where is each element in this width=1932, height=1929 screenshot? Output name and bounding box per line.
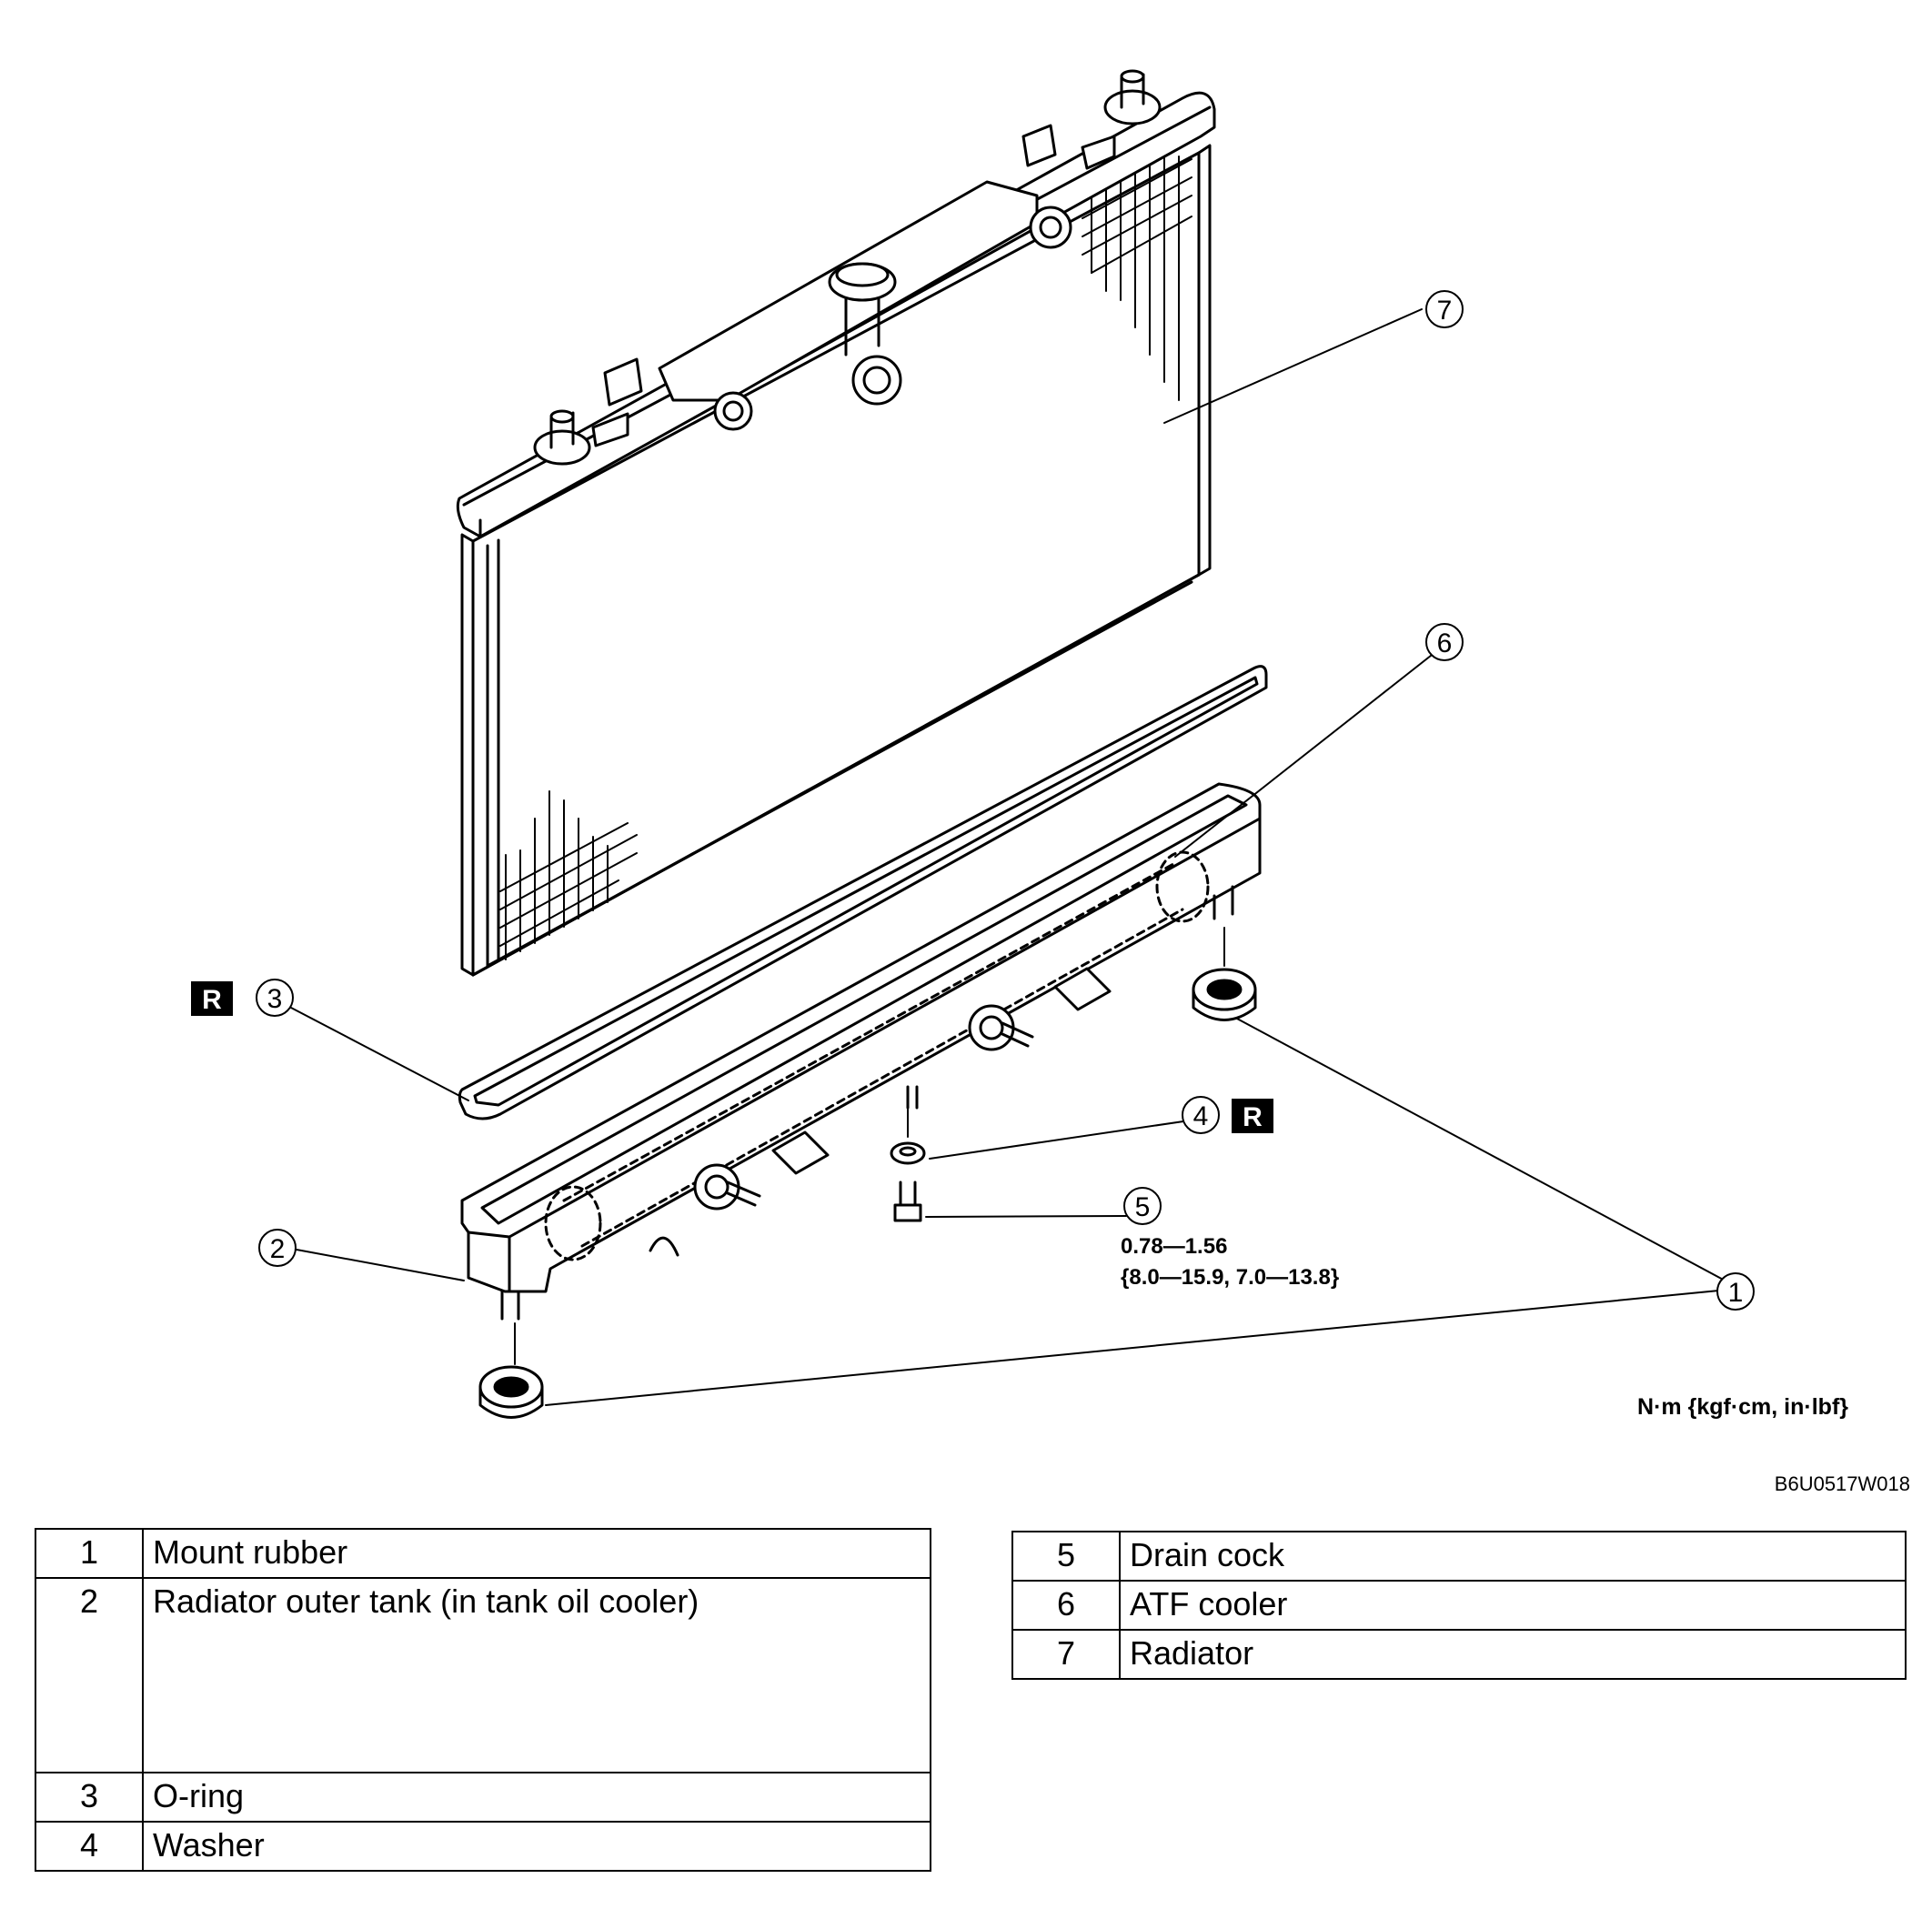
callout-circle-4 (1182, 1096, 1220, 1134)
torque-units-label: N·m {kgf·cm, in·lbf} (1637, 1394, 1848, 1420)
radiator-exploded-diagram: 7 6 3 4 5 2 1 R R 0.78—1.56 {8.0—15.9, 7… (191, 69, 1910, 1495)
part-number: 4 (35, 1821, 144, 1872)
table-row: 1 Mount rubber (35, 1528, 931, 1579)
callout-circle-2 (258, 1229, 297, 1267)
part-name: O-ring (142, 1772, 931, 1823)
callout-5: 5 (1135, 1192, 1151, 1222)
part-number: 5 (1011, 1531, 1121, 1582)
callout-6: 6 (1437, 628, 1453, 658)
torque-spec-line1: 0.78—1.56 (1121, 1234, 1227, 1259)
mount-rubber-left (478, 1365, 544, 1419)
callout-circle-5 (1123, 1187, 1162, 1225)
radiator-upper-tank (456, 69, 1216, 538)
table-row: 2 Radiator outer tank (in tank oil coole… (35, 1577, 931, 1773)
callout-3: 3 (267, 984, 283, 1014)
part-number: 3 (35, 1772, 144, 1823)
part-number: 6 (1011, 1580, 1121, 1631)
callout-circle-7 (1425, 290, 1464, 328)
part-name: Mount rubber (142, 1528, 931, 1579)
parts-table-right: 5 Drain cock 6 ATF cooler 7 Radiator (1011, 1531, 1907, 1680)
radiator-core (460, 144, 1212, 977)
svg-text:R: R (1243, 1102, 1263, 1132)
svg-text:R: R (202, 985, 222, 1015)
part-name: Washer (142, 1821, 931, 1872)
drain-cock (893, 1181, 922, 1222)
callout-circle-1 (1716, 1272, 1755, 1311)
table-row: 3 O-ring (35, 1772, 931, 1823)
table-row: 7 Radiator (1011, 1629, 1907, 1680)
mount-rubber-right (1192, 968, 1257, 1021)
callout-4: 4 (1193, 1101, 1209, 1131)
callout-circle-6 (1425, 623, 1464, 661)
figure-id: B6U0517W018 (1775, 1472, 1910, 1495)
part-name: Radiator (1119, 1629, 1907, 1680)
part-name: Drain cock (1119, 1531, 1907, 1582)
torque-spec-line2: {8.0—15.9, 7.0—13.8} (1121, 1265, 1339, 1290)
table-row: 6 ATF cooler (1011, 1580, 1907, 1631)
part-name: ATF cooler (1119, 1580, 1907, 1631)
replace-badge-o-ring: R (191, 981, 233, 1016)
callout-7: 7 (1437, 296, 1453, 326)
washer (890, 1141, 926, 1165)
callout-2: 2 (270, 1234, 286, 1264)
replace-badge-washer: R (1232, 1099, 1273, 1133)
table-row: 4 Washer (35, 1821, 931, 1872)
parts-table-left: 1 Mount rubber 2 Radiator outer tank (in… (35, 1528, 931, 1872)
table-row: 5 Drain cock (1011, 1531, 1907, 1582)
callout-circle-3 (256, 979, 294, 1017)
part-number: 1 (35, 1528, 144, 1579)
part-number: 7 (1011, 1629, 1121, 1680)
callout-1: 1 (1728, 1278, 1744, 1308)
part-number: 2 (35, 1577, 144, 1773)
radiator-outer-tank (460, 782, 1262, 1321)
part-name: Radiator outer tank (in tank oil cooler) (142, 1577, 931, 1773)
